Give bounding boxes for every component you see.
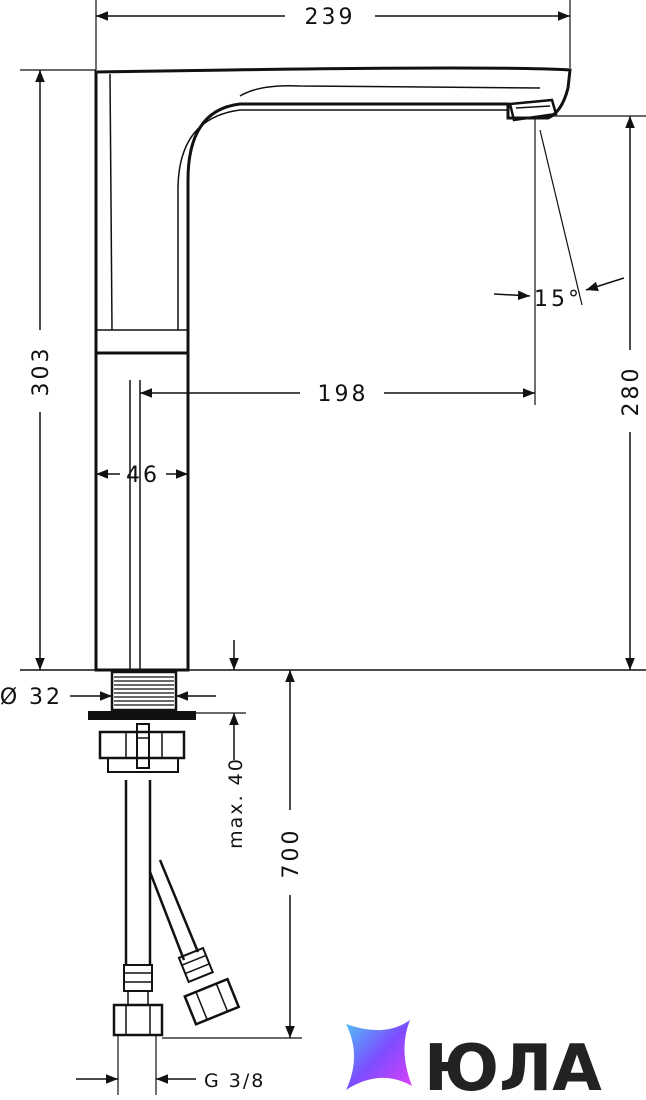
logo-text: ЮЛА <box>424 1032 602 1100</box>
logo-star-icon <box>346 1020 412 1090</box>
dim-height-total: 303 <box>29 346 54 397</box>
yula-logo: ЮЛА <box>346 1020 602 1100</box>
dim-thread: G 3/8 <box>204 1070 265 1092</box>
dim-width-total: 239 <box>305 5 356 30</box>
supply-hoses <box>112 780 241 1095</box>
faucet-body <box>94 66 572 672</box>
dimension-lines <box>20 0 646 1084</box>
dim-body-width: 46 <box>126 463 160 488</box>
dim-hole-diameter: 32 <box>29 685 63 710</box>
dim-hose-length: 700 <box>279 828 304 879</box>
dim-outlet-height: 280 <box>619 366 644 417</box>
dim-counter-thickness: max. 40 <box>225 757 247 849</box>
dim-angle: 15° <box>534 287 582 312</box>
diameter-symbol: Ø <box>0 685 20 710</box>
mounting-assembly <box>88 380 196 773</box>
dim-spread: 198 <box>318 382 369 407</box>
